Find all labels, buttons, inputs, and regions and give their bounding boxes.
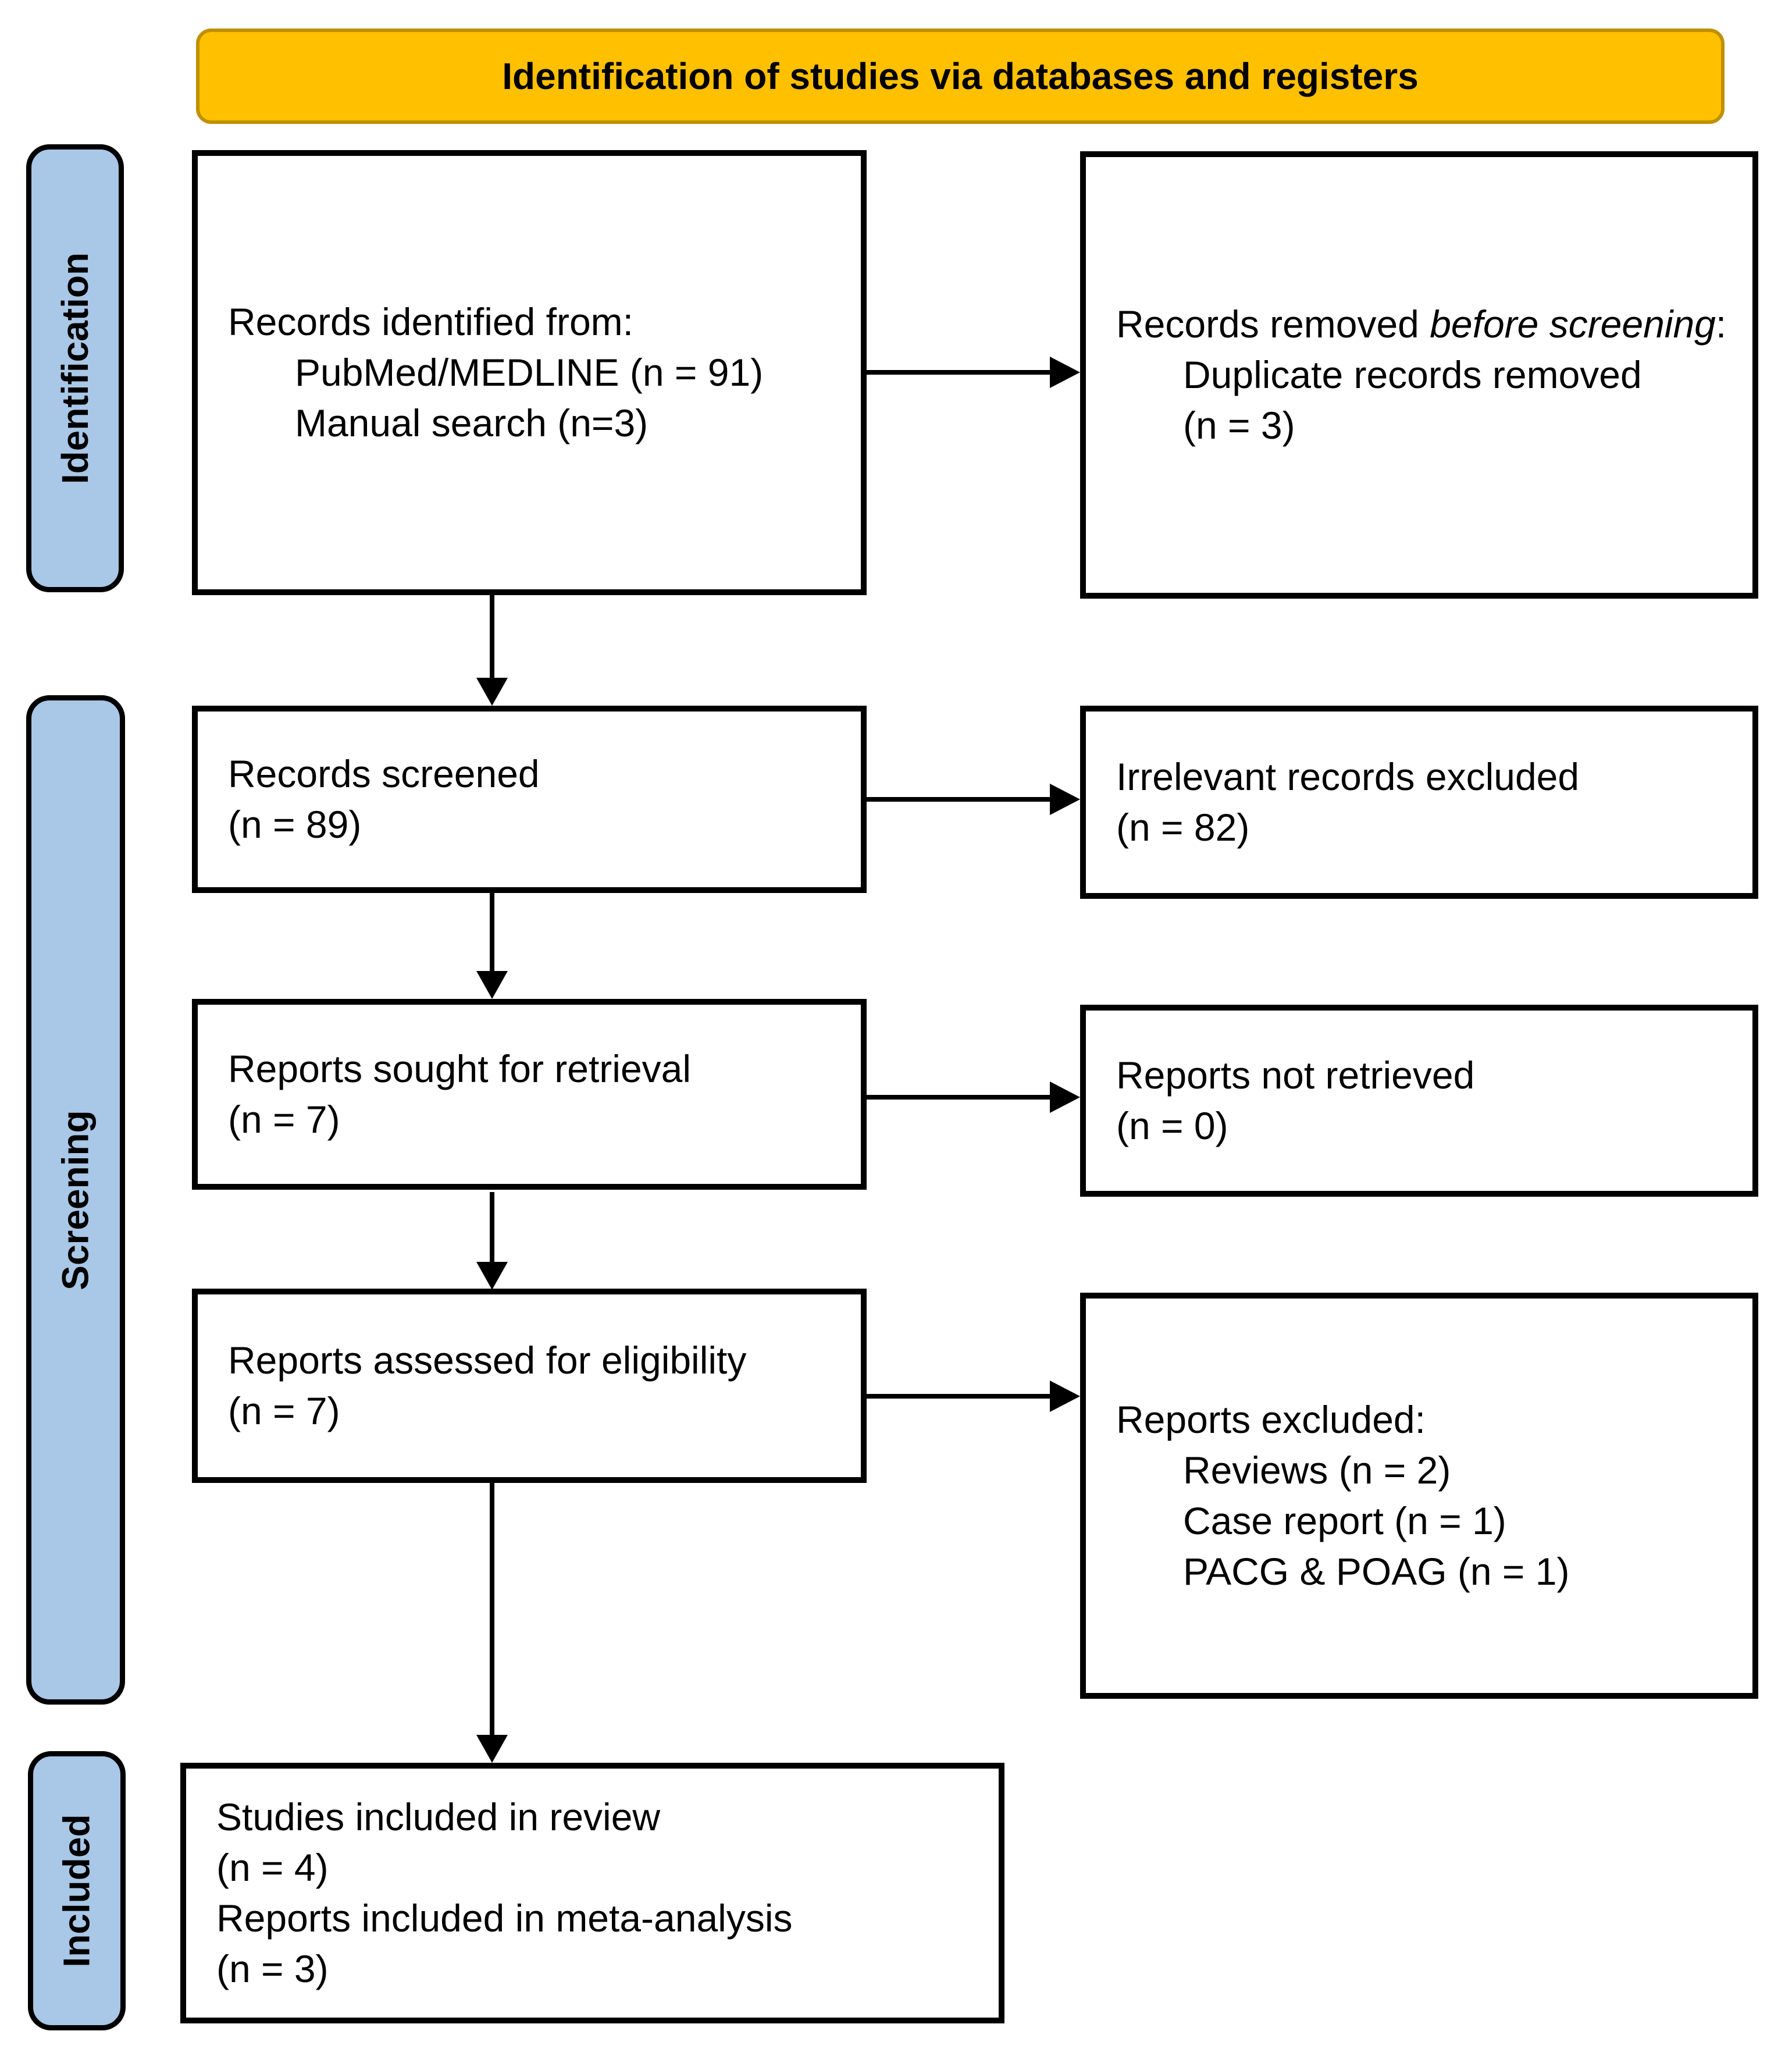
box-line: (n = 82) xyxy=(1116,806,1250,849)
stage-label-included: Included xyxy=(28,1751,126,2030)
box-line-italic: before screening xyxy=(1430,302,1716,346)
arrow-sought-to-assessed xyxy=(490,1192,494,1263)
box-line: Reviews (n = 2) xyxy=(1183,1448,1451,1492)
arrow-assessed-to-excluded xyxy=(867,1394,1051,1399)
box-line: (n = 3) xyxy=(216,1947,329,1991)
arrow-right-icon xyxy=(1050,357,1080,388)
banner: Identification of studies via databases … xyxy=(196,29,1725,124)
box-reports-assessed-for-eligibility: Reports assessed for eligibility (n = 7) xyxy=(192,1289,867,1483)
box-line: Records screened xyxy=(228,752,540,795)
arrow-assessed-to-included xyxy=(490,1483,494,1736)
box-line: (n = 4) xyxy=(216,1845,329,1889)
stage-label-identification-text: Identification xyxy=(54,252,96,485)
arrow-sought-to-not-retrieved xyxy=(867,1095,1051,1100)
box-line: Reports sought for retrieval xyxy=(228,1047,692,1090)
box-records-removed-before-screening: Records removed before screening: Duplic… xyxy=(1080,151,1758,599)
box-line: Duplicate records removed xyxy=(1183,353,1642,396)
arrow-identified-to-removed xyxy=(867,370,1051,375)
box-records-screened: Records screened (n = 89) xyxy=(192,706,867,893)
box-line: PACG & POAG (n = 1) xyxy=(1183,1550,1570,1593)
box-line: Case report (n = 1) xyxy=(1183,1499,1506,1542)
arrow-down-icon xyxy=(476,1262,508,1290)
stage-label-identification: Identification xyxy=(26,144,124,592)
arrow-right-icon xyxy=(1050,1381,1080,1412)
arrow-down-icon xyxy=(476,678,508,706)
box-line: (n = 7) xyxy=(228,1389,340,1432)
box-line: Records identified from: xyxy=(228,300,633,343)
box-line-part: Records removed xyxy=(1116,302,1430,346)
arrow-right-icon xyxy=(1050,784,1080,815)
arrow-right-icon xyxy=(1050,1082,1080,1113)
box-irrelevant-records-excluded: Irrelevant records excluded (n = 82) xyxy=(1080,706,1758,899)
box-line: Reports assessed for eligibility xyxy=(228,1338,747,1382)
box-records-identified: Records identified from: PubMed/MEDLINE … xyxy=(192,150,867,595)
box-reports-sought-for-retrieval: Reports sought for retrieval (n = 7) xyxy=(192,999,867,1190)
stage-label-included-text: Included xyxy=(56,1814,98,1968)
box-line: Reports not retrieved xyxy=(1116,1053,1475,1097)
box-line: Studies included in review xyxy=(216,1795,661,1838)
box-line: (n = 0) xyxy=(1116,1104,1228,1147)
stage-label-screening: Screening xyxy=(26,695,125,1705)
box-line: Records removed before screening: xyxy=(1116,299,1735,350)
arrow-screened-to-sought xyxy=(490,893,494,972)
box-line: Reports included in meta-analysis xyxy=(216,1897,793,1940)
box-line: Manual search (n=3) xyxy=(295,401,649,445)
box-line: (n = 89) xyxy=(228,803,362,846)
box-line-part: : xyxy=(1715,302,1727,346)
box-line: Reports excluded: xyxy=(1116,1397,1426,1441)
arrow-down-icon xyxy=(476,971,508,999)
arrow-screened-to-excluded xyxy=(867,797,1051,802)
box-line: Irrelevant records excluded xyxy=(1116,755,1580,798)
banner-title: Identification of studies via databases … xyxy=(502,55,1419,97)
box-line: PubMed/MEDLINE (n = 91) xyxy=(295,350,764,394)
arrow-down-icon xyxy=(476,1735,508,1763)
box-reports-not-retrieved: Reports not retrieved (n = 0) xyxy=(1080,1005,1758,1197)
box-line: (n = 3) xyxy=(1183,404,1295,447)
stage-label-screening-text: Screening xyxy=(55,1109,97,1290)
box-line: (n = 7) xyxy=(228,1098,340,1141)
arrow-identified-to-screened xyxy=(490,595,494,679)
box-studies-included-in-review: Studies included in review (n = 4) Repor… xyxy=(180,1763,1004,2023)
box-reports-excluded: Reports excluded: Reviews (n = 2) Case r… xyxy=(1080,1293,1758,1699)
